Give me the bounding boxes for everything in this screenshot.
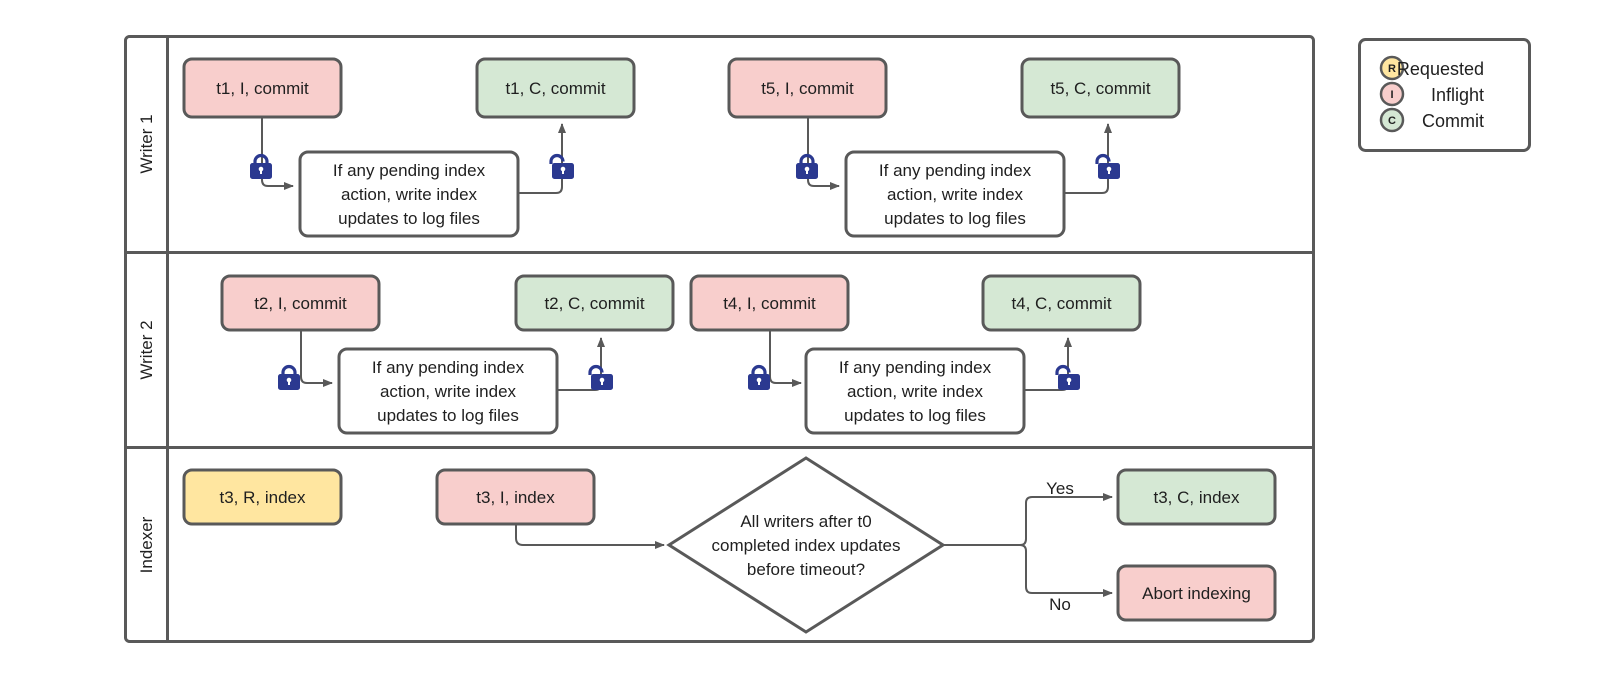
legend-item-commit: C Commit (1379, 107, 1484, 133)
lock-open-icon (588, 364, 613, 390)
connector-w1-acquire-1 (261, 117, 294, 190)
node-label: t5, C, commit (1050, 79, 1150, 98)
node-t4-i[interactable]: t4, I, commit (689, 274, 850, 332)
lane-label-writer-1: Writer 1 (137, 114, 156, 173)
note-line-3: updates to log files (377, 406, 519, 425)
lock-open-icon (549, 153, 574, 179)
node-label: t1, I, commit (216, 79, 309, 98)
lane-indexer: Indexer Yes No All writers after t0 comp… (137, 456, 1277, 634)
legend-label-inflight: Inflight (1431, 85, 1484, 105)
node-t3-c[interactable]: t3, C, index (1116, 468, 1277, 526)
legend-item-inflight: I Inflight (1379, 81, 1484, 107)
note-line-1: If any pending index (333, 161, 486, 180)
state-legend: R Requested I Inflight C Commit (1358, 38, 1531, 152)
node-t5-i[interactable]: t5, I, commit (727, 57, 888, 119)
node-t1-c[interactable]: t1, C, commit (475, 57, 636, 119)
note-line-2: action, write index (380, 382, 517, 401)
connector-w1-acquire-2 (807, 117, 840, 190)
note-line-2: action, write index (887, 185, 1024, 204)
node-label: t3, I, index (476, 488, 555, 507)
note-w2-b[interactable]: If any pending index action, write index… (804, 347, 1026, 435)
decision-line-3: before timeout? (747, 560, 865, 579)
node-label: t4, C, commit (1011, 294, 1111, 313)
node-label: t1, C, commit (505, 79, 605, 98)
decision-timeout[interactable]: All writers after t0 completed index upd… (666, 456, 946, 634)
connector-w1-release-1 (518, 123, 566, 194)
lock-open-icon (1055, 364, 1080, 390)
lane-writer-2: Writer 2 t2, I, commit t2, C, commit t4,… (137, 274, 1142, 435)
note-line-1: If any pending index (879, 161, 1032, 180)
connector-w2-acquire-1 (300, 330, 333, 387)
note-line-2: action, write index (341, 185, 478, 204)
node-t2-i[interactable]: t2, I, commit (220, 274, 381, 332)
connector-decision-split (943, 493, 1113, 597)
connector-inflight-to-decision (515, 524, 665, 549)
lane-label-indexer: Indexer (137, 516, 156, 573)
node-t1-i[interactable]: t1, I, commit (182, 57, 343, 119)
note-line-1: If any pending index (372, 358, 525, 377)
lock-closed-icon (250, 153, 272, 179)
badge-requested-letter: R (1388, 63, 1396, 75)
lock-closed-icon (278, 364, 300, 390)
legend-label-commit: Commit (1422, 111, 1484, 131)
node-label: t2, I, commit (254, 294, 347, 313)
connector-w2-acquire-2 (769, 330, 802, 387)
node-label: t3, R, index (220, 488, 306, 507)
node-t4-c[interactable]: t4, C, commit (981, 274, 1142, 332)
lock-open-icon (1095, 153, 1120, 179)
note-line-3: updates to log files (884, 209, 1026, 228)
lock-closed-icon (748, 364, 770, 390)
note-line-2: action, write index (847, 382, 984, 401)
badge-commit-icon (1379, 107, 1405, 133)
edge-label-no: No (1049, 595, 1071, 614)
node-t2-c[interactable]: t2, C, commit (514, 274, 675, 332)
legend-item-requested: R Requested (1379, 55, 1484, 81)
node-t3-r[interactable]: t3, R, index (182, 468, 343, 526)
node-abort-indexing[interactable]: Abort indexing (1116, 564, 1277, 622)
edge-label-yes: Yes (1046, 479, 1074, 498)
lock-closed-icon (796, 153, 818, 179)
badge-commit-letter: C (1388, 115, 1396, 127)
badge-inflight-letter: I (1390, 89, 1393, 101)
note-w2-a[interactable]: If any pending index action, write index… (337, 347, 559, 435)
node-label: t4, I, commit (723, 294, 816, 313)
decision-line-2: completed index updates (711, 536, 900, 555)
node-label: Abort indexing (1142, 584, 1251, 603)
node-t5-c[interactable]: t5, C, commit (1020, 57, 1181, 119)
node-label: t5, I, commit (761, 79, 854, 98)
node-label: t3, C, index (1154, 488, 1240, 507)
note-line-1: If any pending index (839, 358, 992, 377)
connector-w1-release-2 (1064, 123, 1112, 194)
badge-requested-icon (1379, 55, 1405, 81)
swimlane-frame (124, 35, 1315, 643)
node-label: t2, C, commit (544, 294, 644, 313)
lane-writer-1: Writer 1 t1, I, commit t1, C, commit t5,… (137, 57, 1181, 238)
badge-inflight-icon (1379, 81, 1405, 107)
note-w1-b[interactable]: If any pending index action, write index… (844, 150, 1066, 238)
node-t3-i[interactable]: t3, I, index (435, 468, 596, 526)
decision-line-1: All writers after t0 (740, 512, 871, 531)
note-line-3: updates to log files (338, 209, 480, 228)
lane-label-writer-2: Writer 2 (137, 320, 156, 379)
note-w1-a[interactable]: If any pending index action, write index… (298, 150, 520, 238)
legend-label-requested: Requested (1397, 59, 1484, 79)
note-line-3: updates to log files (844, 406, 986, 425)
